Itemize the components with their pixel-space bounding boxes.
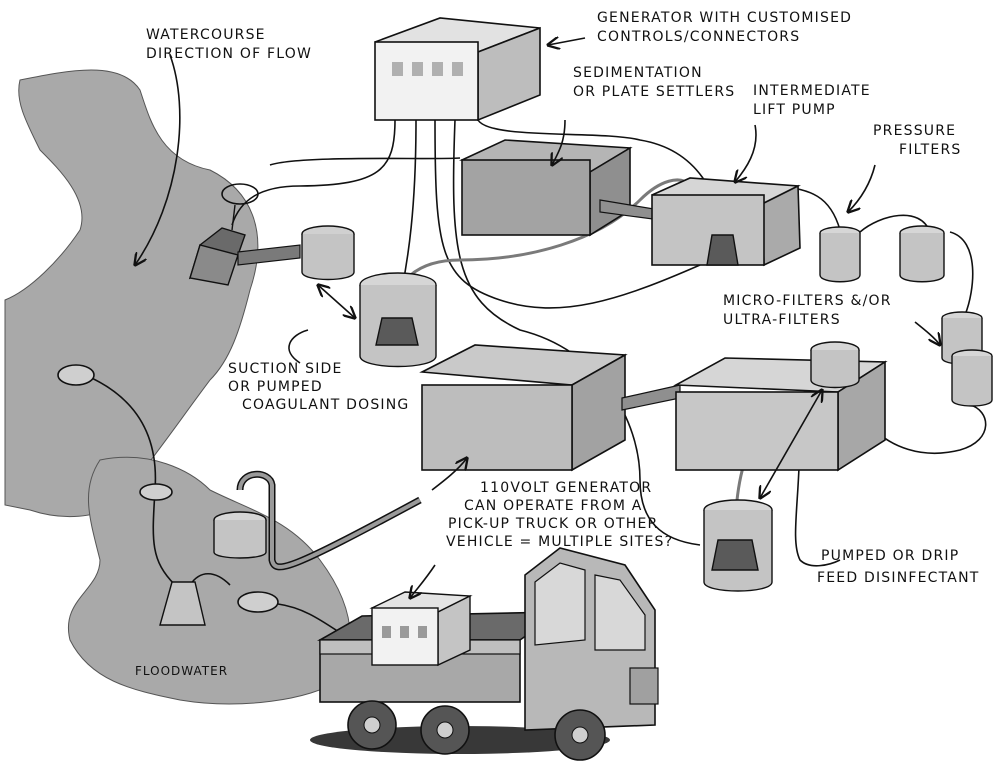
label-watercourse: Watercourse Direction of flow xyxy=(146,27,313,62)
truck-arrow xyxy=(410,564,436,598)
watercourse-area xyxy=(4,69,259,518)
label-generator: Generator with customised controls/conne… xyxy=(597,10,853,45)
label-arrows xyxy=(135,38,940,598)
sedimentation-arrow xyxy=(552,119,566,165)
lift-pump-tank xyxy=(651,177,801,267)
coagulant-tank xyxy=(301,225,355,281)
disinfectant-arrow xyxy=(760,390,822,498)
label-floodwater: Floodwater xyxy=(135,664,229,678)
floodwater-pump-set xyxy=(57,364,422,626)
micro-filter-2 xyxy=(951,349,993,407)
label-pressure-filters: Pressure filters xyxy=(873,123,962,158)
storage-tank xyxy=(673,341,888,472)
generator-top xyxy=(374,17,541,122)
intake-pump xyxy=(188,183,301,286)
dosing-pump-icon xyxy=(375,317,419,346)
floodwater-area xyxy=(67,456,351,705)
watercourse-arrow xyxy=(135,54,181,265)
pressure-filters-arrow xyxy=(848,164,876,212)
dosing-arrow xyxy=(318,285,355,318)
label-disinfectant: Pumped or drip feed disinfectant xyxy=(817,548,980,586)
disinfectant-pump-icon xyxy=(711,539,759,571)
dosing-tank xyxy=(359,272,437,368)
label-sedimentation: Sedimentation or plate settlers xyxy=(573,65,736,100)
label-lift-pump: Intermediate lift pump xyxy=(753,83,871,118)
label-suction: Suction side or pumped coagulant dosing xyxy=(228,361,410,413)
pick-up-truck xyxy=(310,547,659,761)
label-micro-filters: Micro-filters &/or ultra-filters xyxy=(723,293,892,328)
pressure-filter-1 xyxy=(819,226,861,283)
truck-generator-arrow xyxy=(431,458,467,491)
pressure-filter-2 xyxy=(899,225,945,283)
sedimentation-tank xyxy=(458,139,661,237)
lift-pump-icon xyxy=(706,234,739,266)
suction-pointer xyxy=(288,329,309,364)
disinfectant-tank xyxy=(703,499,773,592)
generator-arrow xyxy=(548,38,586,45)
label-truck-generator: 110volt generator can operate from a pic… xyxy=(446,480,674,550)
micro-filters-arrow xyxy=(914,321,940,345)
treatment-tank-large xyxy=(419,344,681,472)
lift-pump-arrow xyxy=(735,124,757,182)
